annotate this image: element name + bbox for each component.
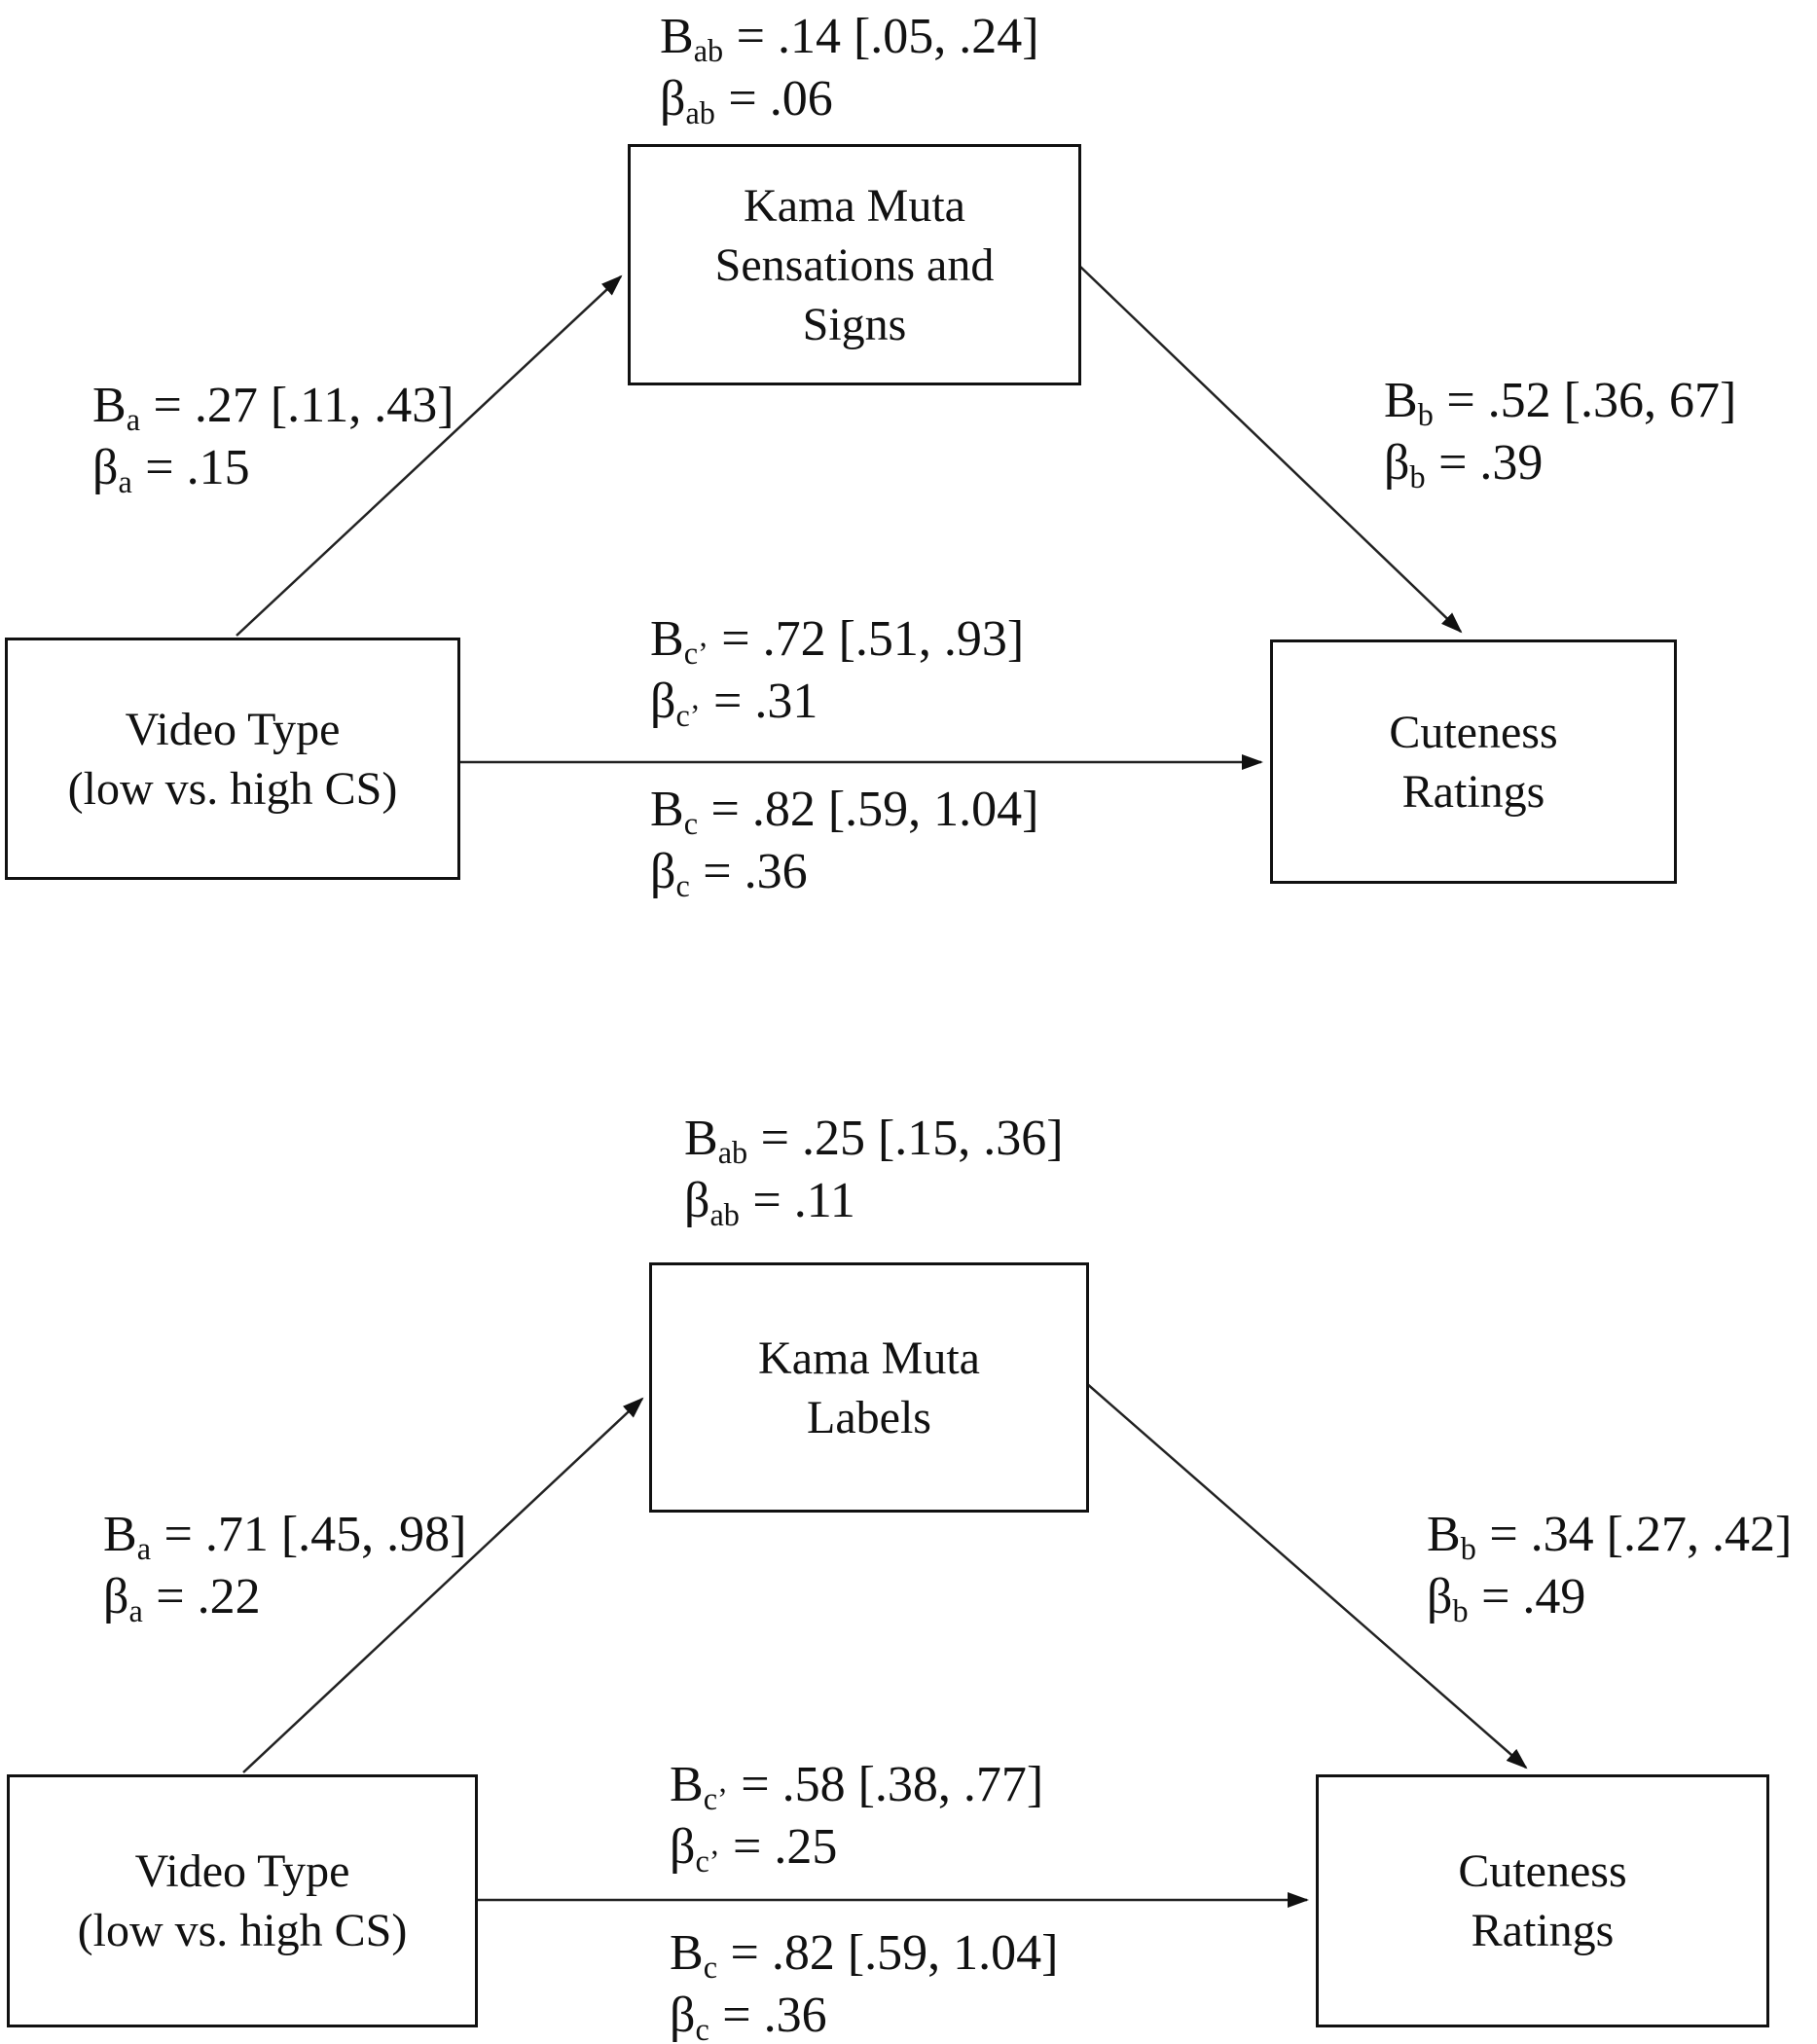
panel2-indirect-effect-label: Bab= .25 [.15, .36] βab= .11 <box>684 1108 1064 1232</box>
panel1-b-beta-line: βb= .39 <box>1384 435 1544 495</box>
panel2-c-beta-line: βc= .36 <box>670 1988 827 2044</box>
panel1-mediator-line2: Sensations and <box>714 238 995 291</box>
panel2-mediator-box: Kama Muta Labels <box>649 1262 1089 1513</box>
panel2-a-path-arrow <box>242 1397 644 1773</box>
panel1-c-B-line: Bc= .82 [.59, 1.04] <box>650 782 1039 842</box>
panel1-outcome-box: Cuteness Ratings <box>1270 639 1677 884</box>
panel2-outcome-line1: Cuteness <box>1458 1845 1627 1897</box>
panel2-outcome-box: Cuteness Ratings <box>1316 1774 1769 2027</box>
panel1-cprime-beta-line: βc’= .31 <box>650 674 818 734</box>
panel1-outcome-line1: Cuteness <box>1389 706 1558 758</box>
panel2-predictor-line2: (low vs. high CS) <box>77 1905 408 1956</box>
panel2-mediator-line2: Labels <box>807 1391 931 1443</box>
panel2-cprime-B-line: Bc’= .58 [.38, .77] <box>670 1757 1044 1817</box>
panel2-c-B-line: Bc= .82 [.59, 1.04] <box>670 1925 1059 1986</box>
panel2-b-path-label: Bb= .34 [.27, .42] βb= .49 <box>1427 1504 1792 1628</box>
panel2-predictor-line1: Video Type <box>134 1845 350 1897</box>
panel1-indirect-B-line: Bab= .14 [.05, .24] <box>660 9 1039 69</box>
panel2-total-effect-label: Bc= .82 [.59, 1.04] βc= .36 <box>670 1922 1058 2044</box>
panel1-a-path-arrow <box>236 274 623 637</box>
panel2-outcome-line2: Ratings <box>1471 1905 1615 1956</box>
panel2-a-beta-line: βa= .22 <box>103 1569 261 1629</box>
panel2-indirect-beta-line: βab= .11 <box>684 1173 855 1233</box>
panel1-cprime-B-line: Bc’= .72 [.51, .93] <box>650 611 1025 672</box>
panel1-c-beta-line: βc= .36 <box>650 844 808 904</box>
panel1-indirect-beta-line: βab= .06 <box>660 71 833 131</box>
panel2-b-beta-line: βb= .49 <box>1427 1569 1586 1629</box>
panel2-predictor-box: Video Type (low vs. high CS) <box>7 1774 478 2027</box>
panel1-predictor-line1: Video Type <box>125 703 341 755</box>
panel1-total-effect-label: Bc= .82 [.59, 1.04] βc= .36 <box>650 779 1038 903</box>
panel2-a-path-label: Ba= .71 [.45, .98] βa= .22 <box>103 1504 466 1628</box>
panel1-mediator-box: Kama Muta Sensations and Signs <box>628 144 1081 385</box>
panel1-a-B-line: Ba= .27 [.11, .43] <box>92 378 454 438</box>
panel1-a-path-label: Ba= .27 [.11, .43] βa= .15 <box>92 375 454 499</box>
panel2-b-B-line: Bb= .34 [.27, .42] <box>1427 1507 1793 1567</box>
panel2-direct-effect-label: Bc’= .58 [.38, .77] βc’= .25 <box>670 1754 1043 1879</box>
panel2-mediator-line1: Kama Muta <box>758 1332 980 1384</box>
panel1-b-path-arrow <box>1077 264 1463 634</box>
panel1-a-beta-line: βa= .15 <box>92 440 250 500</box>
panel1-indirect-effect-label: Bab= .14 [.05, .24] βab= .06 <box>660 6 1039 130</box>
panel2-b-path-arrow <box>1084 1381 1528 1770</box>
panel1-predictor-box: Video Type (low vs. high CS) <box>5 638 460 880</box>
panel1-b-B-line: Bb= .52 [.36, 67] <box>1384 373 1737 433</box>
panel1-outcome-line2: Ratings <box>1401 765 1545 818</box>
panel1-predictor-line2: (low vs. high CS) <box>67 762 398 815</box>
pan2-cprime-beta-line: βc’= .25 <box>670 1819 838 1880</box>
panel1-b-path-label: Bb= .52 [.36, 67] βb= .39 <box>1384 370 1736 494</box>
panel2-indirect-B-line: Bab= .25 [.15, .36] <box>684 1111 1064 1171</box>
panel1-mediator-line3: Signs <box>802 298 907 350</box>
panel2-a-B-line: Ba= .71 [.45, .98] <box>103 1507 467 1567</box>
panel1-direct-effect-label: Bc’= .72 [.51, .93] βc’= .31 <box>650 608 1024 733</box>
panel1-mediator-line1: Kama Muta <box>744 179 965 232</box>
